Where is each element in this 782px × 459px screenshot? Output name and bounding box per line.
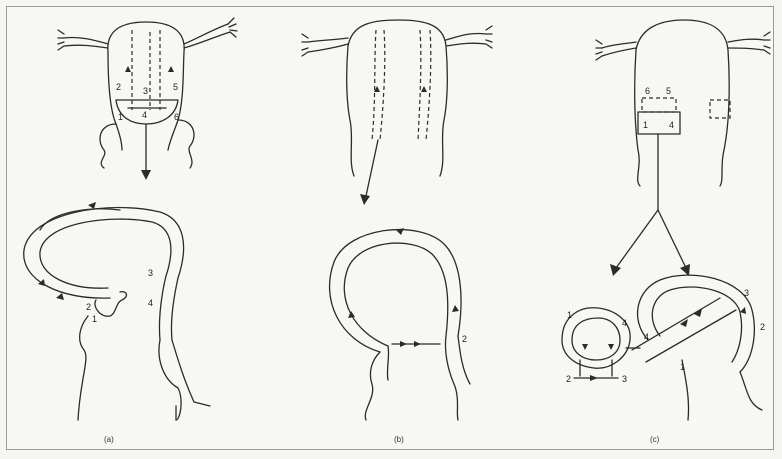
- label-c-ring-2: 2: [566, 374, 571, 384]
- panel-c: [562, 20, 770, 420]
- label-c-top-1: 1: [643, 120, 648, 130]
- label-c-ring-1: 1: [567, 310, 572, 320]
- panel-a: [24, 18, 237, 420]
- panel-captions: (a) (b) (c): [104, 435, 660, 444]
- caption-b: (b): [394, 435, 404, 444]
- label-a-top-5: 5: [173, 82, 178, 92]
- label-c-top-6: 6: [645, 86, 650, 96]
- label-c-top-4: 4: [669, 120, 674, 130]
- label-c-loop-2: 2: [760, 322, 765, 332]
- panel-b-top-view: [302, 20, 492, 205]
- caption-c: (c): [650, 435, 660, 444]
- caption-a: (a): [104, 435, 114, 444]
- panel-a-top-view: [58, 18, 237, 180]
- label-c-loop-1: 1: [680, 362, 685, 372]
- label-a-top-6: 6: [174, 112, 179, 122]
- label-a-top-4: 4: [142, 110, 147, 120]
- label-a-side-4: 4: [148, 298, 153, 308]
- label-a-side-1: 1: [92, 314, 97, 324]
- label-c-loop-4: 4: [644, 332, 649, 342]
- label-a-top-2: 2: [116, 82, 121, 92]
- label-c-loop-3: 3: [744, 288, 749, 298]
- label-a-side-3: 3: [148, 268, 153, 278]
- label-a-top-3: 3: [143, 86, 148, 96]
- panel-c-top-view: [596, 20, 770, 276]
- label-a-top-1: 1: [118, 112, 123, 122]
- label-a-side-2: 2: [86, 302, 91, 312]
- panel-a-side-view: [24, 202, 210, 420]
- panel-b-side-view: [330, 228, 470, 420]
- label-b-side-2: 2: [462, 334, 467, 344]
- label-c-ring-3: 3: [622, 374, 627, 384]
- label-c-ring-4: 4: [622, 318, 627, 328]
- label-c-top-5: 5: [666, 86, 671, 96]
- panel-c-side-view: [562, 275, 762, 420]
- panel-b: [302, 20, 492, 420]
